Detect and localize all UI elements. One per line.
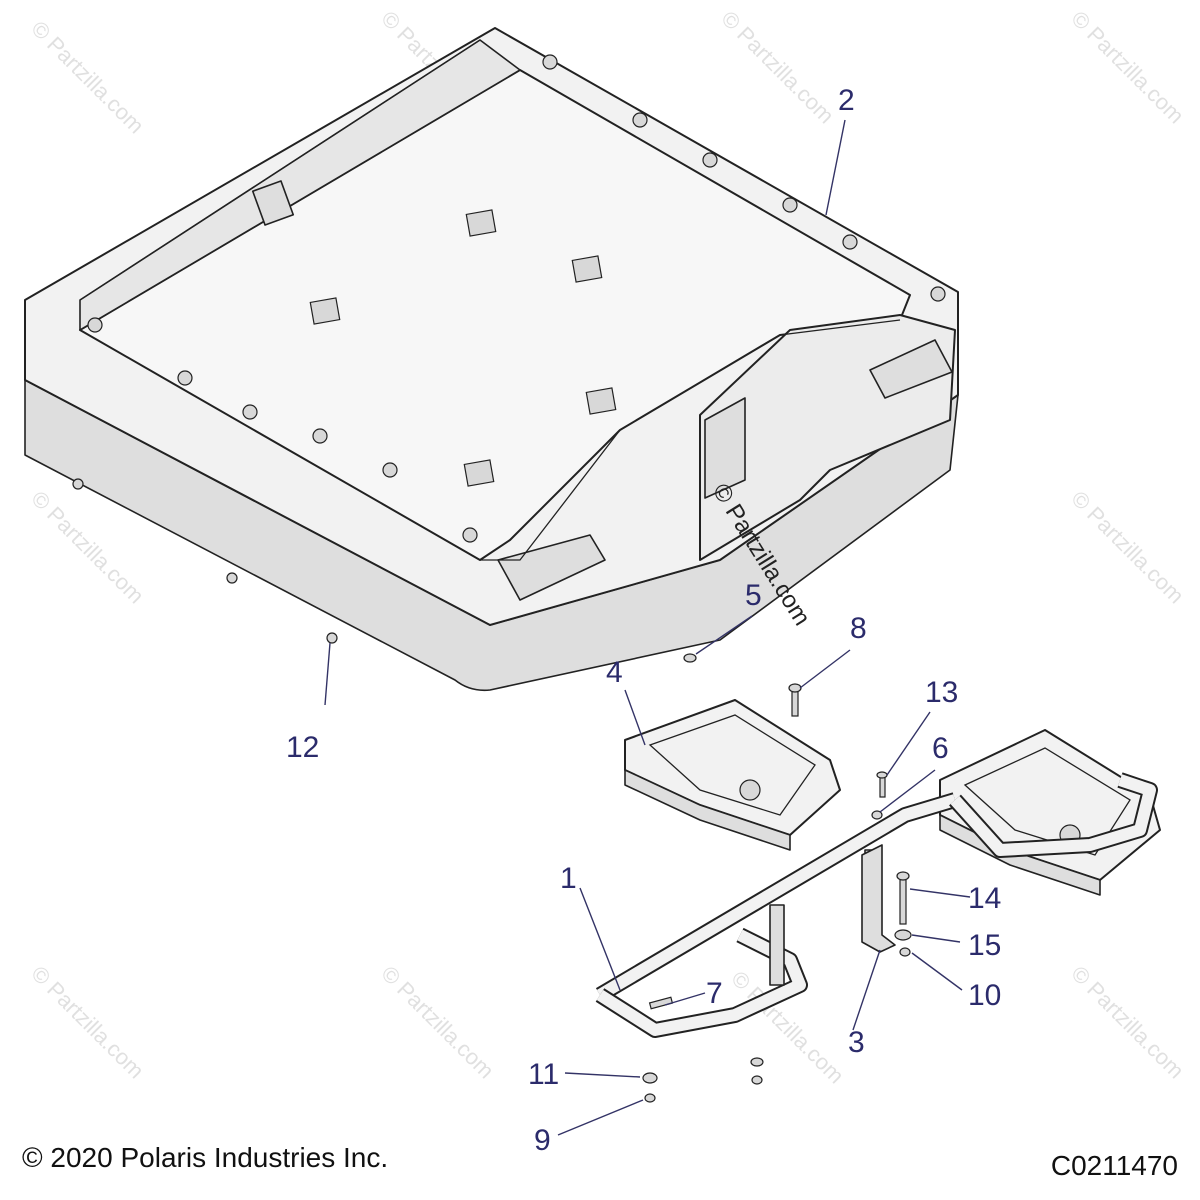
- watermark-text: © Partzilla.com: [716, 6, 839, 129]
- callout-9: 9: [534, 1124, 551, 1157]
- watermark-text: © Partzilla.com: [376, 961, 499, 1084]
- callout-10: 10: [968, 979, 1001, 1012]
- callout-labels: 1 2 3 4 5 6 7 8 9 10 11 12 13 14 15: [286, 84, 1001, 1157]
- callout-6: 6: [932, 732, 949, 765]
- callout-15: 15: [968, 929, 1001, 962]
- watermark-text: © Partzilla.com: [1066, 961, 1189, 1084]
- callout-2: 2: [838, 84, 855, 117]
- callout-11: 11: [528, 1058, 559, 1091]
- watermark-text: © Partzilla.com: [1066, 6, 1189, 129]
- copyright-notice: © 2020 Polaris Industries Inc.: [22, 1142, 389, 1173]
- callout-5: 5: [745, 579, 762, 612]
- callout-7: 7: [706, 977, 723, 1010]
- part-3-bracket: [861, 844, 896, 953]
- callout-1: 1: [560, 862, 577, 895]
- part-2-cargo-box: [24, 27, 959, 692]
- hardware: [642, 653, 912, 1103]
- callout-14: 14: [968, 882, 1001, 915]
- callout-13: 13: [925, 676, 958, 709]
- leader-lines: [324, 119, 971, 1136]
- part-12-screws: [72, 478, 338, 644]
- part-4-step-pad-left: [624, 699, 841, 851]
- callout-8: 8: [850, 612, 867, 645]
- watermark-text: © Partzilla.com: [26, 961, 149, 1084]
- callout-12: 12: [286, 731, 319, 764]
- callout-3: 3: [848, 1026, 865, 1059]
- watermark-text: © Partzilla.com: [1066, 486, 1189, 609]
- callout-4: 4: [606, 656, 623, 689]
- watermark-text: © Partzilla.com: [26, 16, 149, 139]
- drawing-number: C0211470: [1050, 1150, 1178, 1181]
